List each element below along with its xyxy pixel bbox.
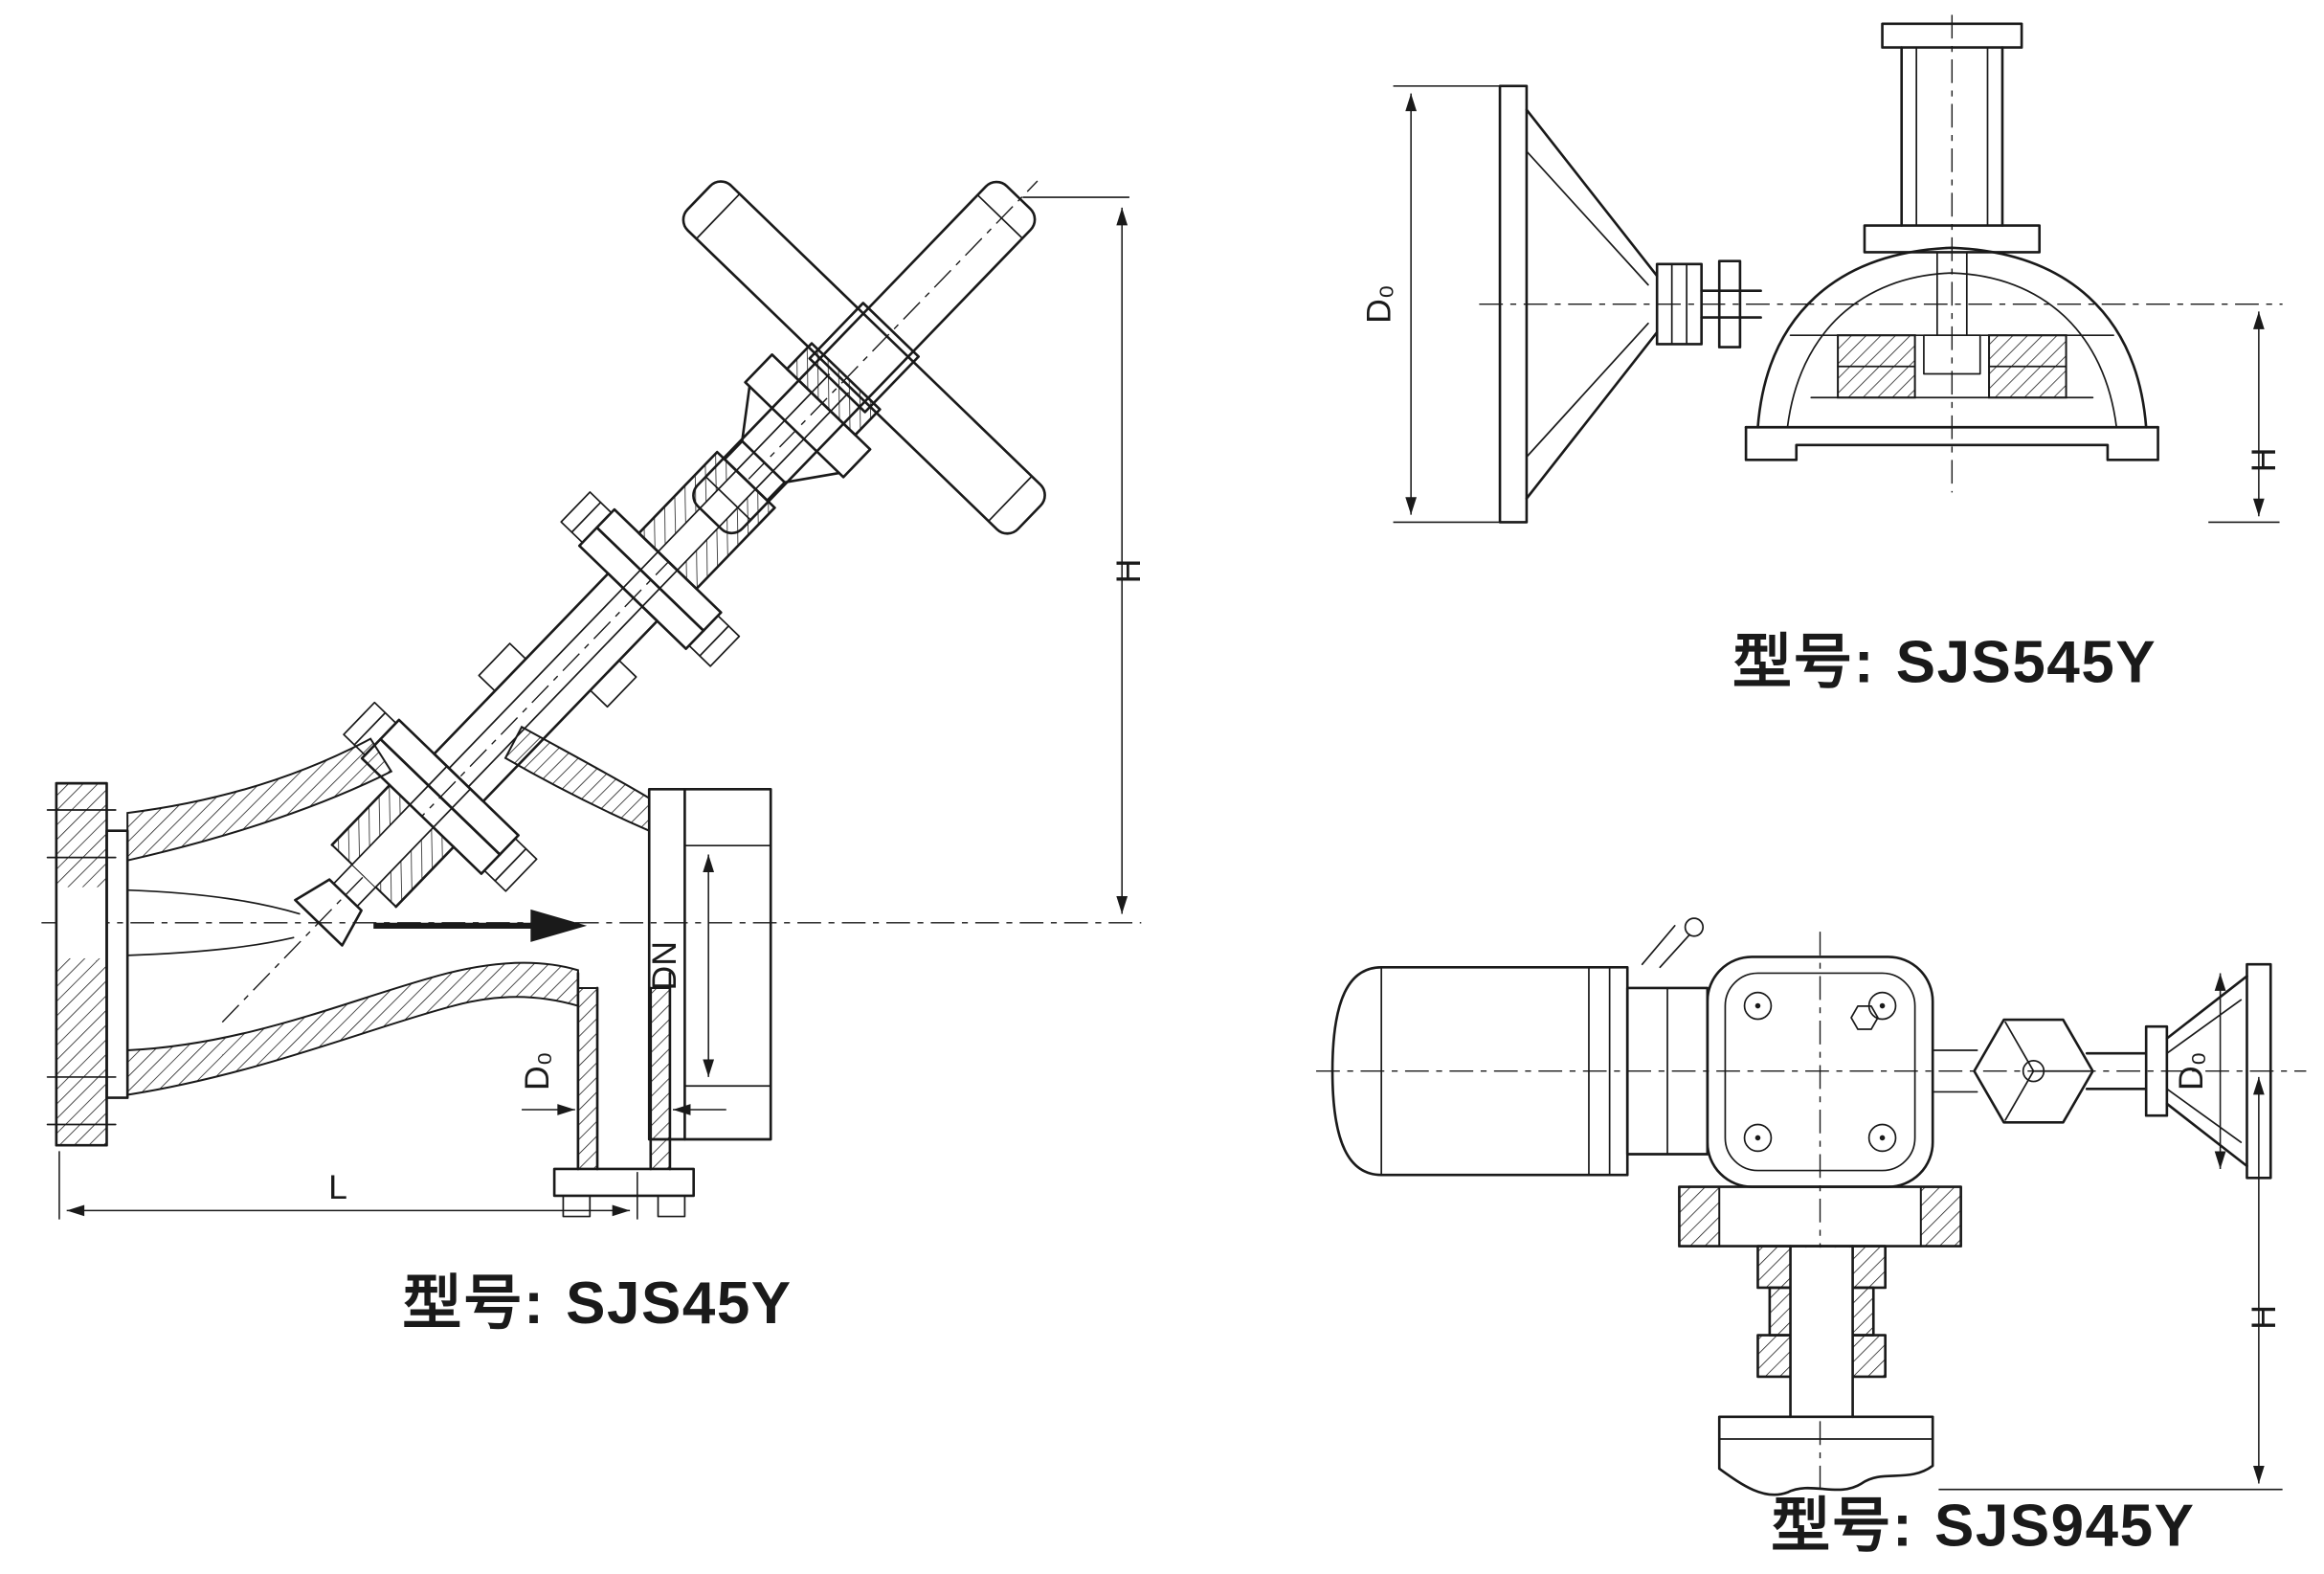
handwheel-cross-icon — [682, 180, 1046, 535]
dimension-d0: D₀ — [2172, 973, 2226, 1169]
dim-label-d0: D₀ — [2172, 1051, 2210, 1091]
sjs945y-drawing: D₀ H — [1316, 917, 2307, 1502]
model-number: SJS545Y — [1896, 630, 2156, 696]
flow-arrow — [373, 909, 588, 942]
caption-prefix: 型号: — [1732, 630, 1875, 696]
dim-label-d0: D₀ — [518, 1051, 556, 1091]
motor — [1330, 965, 1629, 1177]
dim-label-l: L — [328, 1168, 347, 1206]
gear-housing — [1744, 246, 2159, 461]
stem-assembly — [294, 342, 882, 947]
outlet-flange — [647, 788, 772, 1141]
dimension-h: H — [2208, 311, 2283, 524]
sjs45y-drawing: H L DN D₀ — [41, 180, 1148, 1220]
model-number: SJS45Y — [566, 1270, 793, 1337]
input-shaft — [1700, 259, 1762, 349]
dimension-dn: DN — [645, 854, 715, 1077]
caption-sjs45y: 型号: SJS45Y — [402, 1270, 792, 1337]
handwheel-hub — [808, 302, 921, 414]
handwheel-side-view — [1498, 84, 1703, 524]
valve-disc — [294, 878, 363, 947]
dimension-l: L — [58, 1151, 638, 1220]
valve-bonnet — [1678, 1185, 1962, 1496]
model-number: SJS945Y — [1934, 1494, 2195, 1560]
dimension-h: H — [1938, 1076, 2283, 1491]
caption-prefix: 型号: — [402, 1270, 545, 1337]
position-lever — [1641, 917, 1705, 969]
dim-label-h: H — [2245, 447, 2283, 472]
centerlines — [41, 180, 1142, 1023]
handwheel-hub — [1655, 262, 1703, 346]
caption-prefix: 型号: — [1771, 1494, 1913, 1560]
handwheel-rim — [1498, 84, 1529, 524]
dimension-d0: D₀ — [518, 1051, 726, 1115]
stem-protection-tube — [1863, 22, 2042, 254]
caption-sjs545y: 型号: SJS545Y — [1732, 630, 2156, 696]
vent-plug-hex — [1850, 1005, 1879, 1030]
valve-body — [46, 725, 772, 1218]
caption-sjs945y: 型号: SJS945Y — [1771, 1494, 2195, 1560]
dimension-h: H — [1022, 196, 1148, 914]
side-handwheel — [2085, 962, 2272, 1180]
dimension-d0: D₀ — [1359, 85, 1504, 524]
sjs545y-drawing: D₀ H — [1359, 14, 2283, 524]
declutch-handwheel — [1932, 1018, 2094, 1124]
dim-label-dn: DN — [645, 941, 683, 990]
dim-label-h: H — [2245, 1305, 2283, 1330]
dim-label-h: H — [1109, 559, 1148, 584]
centerlines — [1316, 932, 2307, 1502]
dim-label-d0: D₀ — [1359, 284, 1397, 324]
drain-pipe — [552, 972, 695, 1218]
centerlines — [1479, 14, 2283, 493]
